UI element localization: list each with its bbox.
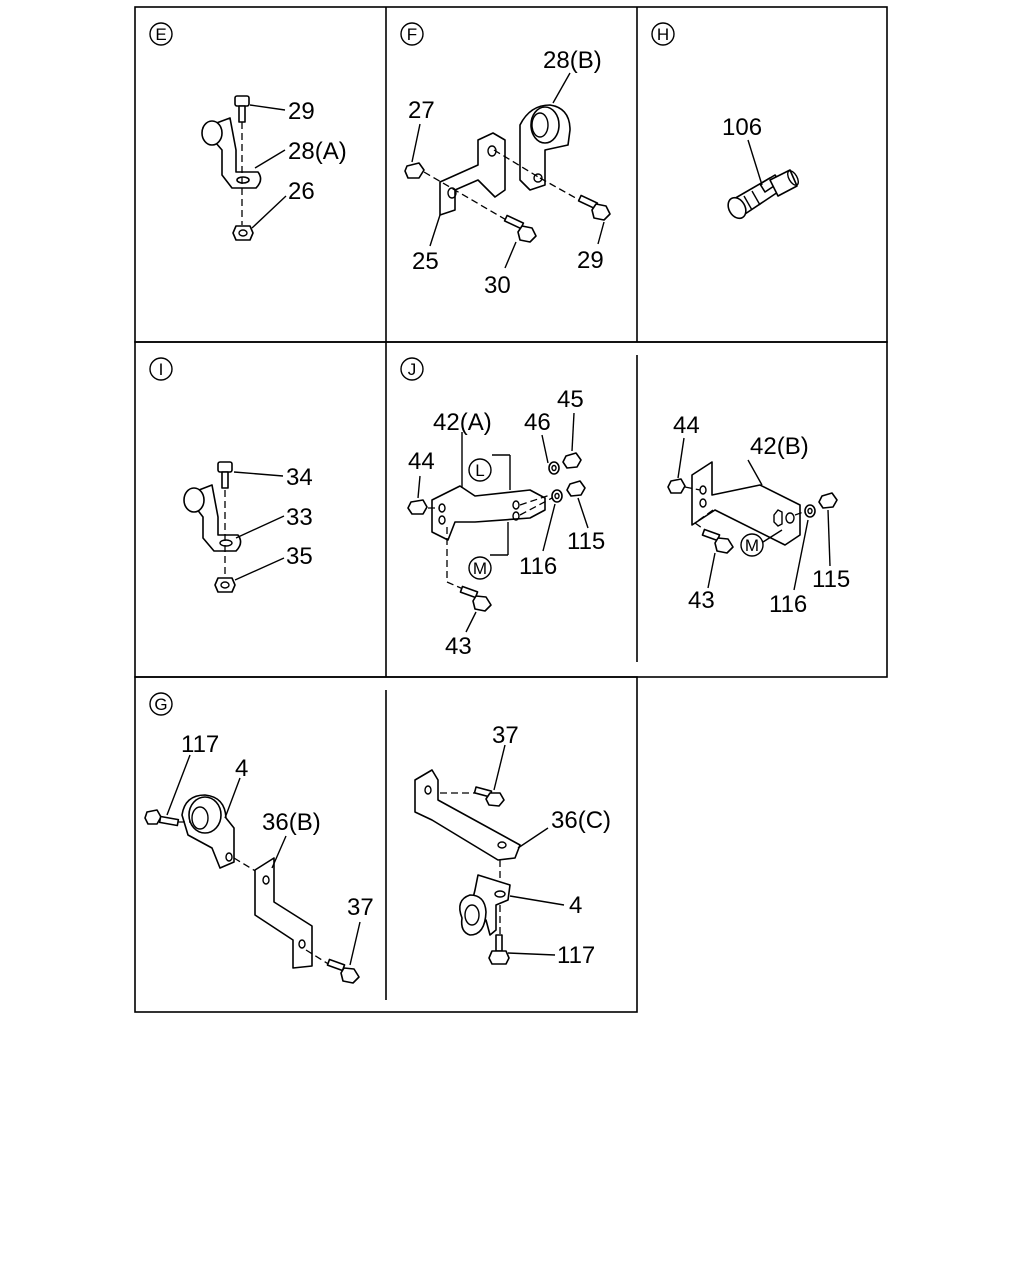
label-42b: 42(B) xyxy=(750,433,809,460)
nut-44-b xyxy=(667,478,686,494)
label-115: 115 xyxy=(567,528,605,555)
washer-46 xyxy=(548,461,560,475)
panel-h: H 106 xyxy=(651,22,799,220)
bolt-43 xyxy=(459,585,492,612)
nut-115 xyxy=(566,480,586,497)
label-36b: 36(B) xyxy=(262,809,321,836)
panel-j-tag: J xyxy=(408,360,417,379)
label-29-f: 29 xyxy=(577,247,604,274)
bolt-34 xyxy=(217,461,233,489)
label-25: 25 xyxy=(412,248,439,275)
nut-27 xyxy=(404,162,425,179)
bracket-42a xyxy=(431,485,546,541)
fitting-106 xyxy=(727,169,799,220)
bolt-117-c xyxy=(488,934,510,965)
bolt-43-b xyxy=(701,528,734,554)
bracket-25 xyxy=(439,132,506,216)
clamp-4-c xyxy=(459,874,511,936)
nut-115-b xyxy=(818,492,838,509)
bolt-30 xyxy=(503,214,537,243)
clamp-4 xyxy=(181,794,235,869)
clamp-33 xyxy=(183,484,242,552)
label-28b: 28(B) xyxy=(543,47,602,74)
bolt-117 xyxy=(144,809,180,827)
label-117-c: 117 xyxy=(557,942,595,969)
nut-35 xyxy=(214,577,236,593)
nut-44 xyxy=(407,499,428,515)
washer-116-b xyxy=(804,504,816,518)
label-43: 43 xyxy=(445,633,472,660)
circle-m: M xyxy=(473,559,487,578)
panel-e: E 29 28(A) 26 xyxy=(149,22,347,241)
label-44: 44 xyxy=(408,448,435,475)
panel-j2: M 44 42(B) 43 116 115 xyxy=(667,412,850,618)
panel-frames xyxy=(134,6,888,1013)
label-116: 116 xyxy=(519,553,557,580)
circle-l: L xyxy=(475,461,484,480)
panel-j: J L M xyxy=(400,357,605,660)
panel-i: I 34 33 35 xyxy=(149,357,313,593)
label-29: 29 xyxy=(288,98,315,125)
label-30: 30 xyxy=(484,272,511,299)
clamp-28a xyxy=(201,117,262,189)
panel-f: F xyxy=(400,22,611,299)
bolt-29 xyxy=(234,95,250,123)
label-37: 37 xyxy=(347,894,374,921)
label-4: 4 xyxy=(235,755,248,782)
bolt-37-c xyxy=(473,786,505,807)
label-35: 35 xyxy=(286,543,313,570)
label-42a: 42(A) xyxy=(433,409,492,436)
panel-g: G 117 4 36(B) 37 xyxy=(144,692,374,984)
label-34: 34 xyxy=(286,464,313,491)
bolt-29-f xyxy=(577,194,611,221)
panel-f-tag: F xyxy=(407,25,417,44)
label-106: 106 xyxy=(722,114,762,141)
label-46: 46 xyxy=(524,409,551,436)
label-4-c: 4 xyxy=(569,892,582,919)
panel-i-tag: I xyxy=(159,360,164,379)
label-37-c: 37 xyxy=(492,722,519,749)
nut-45 xyxy=(562,452,582,469)
bracket-36b xyxy=(254,857,313,969)
bracket-36c xyxy=(414,769,521,861)
label-28a: 28(A) xyxy=(288,138,347,165)
label-36c: 36(C) xyxy=(551,807,611,834)
label-26: 26 xyxy=(288,178,315,205)
panel-h-tag: H xyxy=(657,25,669,44)
nut-26 xyxy=(232,225,254,241)
label-27: 27 xyxy=(408,97,435,124)
label-43-b: 43 xyxy=(688,587,715,614)
label-45: 45 xyxy=(557,386,584,413)
washer-116 xyxy=(551,489,563,503)
label-33: 33 xyxy=(286,504,313,531)
panel-g-tag: G xyxy=(154,695,167,714)
panel-e-tag: E xyxy=(155,25,166,44)
label-115-b: 115 xyxy=(812,566,850,593)
panel-g2: 37 36(C) 4 117 xyxy=(414,722,611,969)
clamp-28b xyxy=(519,104,571,191)
circle-m-b: M xyxy=(745,536,759,555)
label-44-b: 44 xyxy=(673,412,700,439)
label-117: 117 xyxy=(181,731,219,758)
bolt-37 xyxy=(326,958,360,984)
label-116-b: 116 xyxy=(769,591,807,618)
